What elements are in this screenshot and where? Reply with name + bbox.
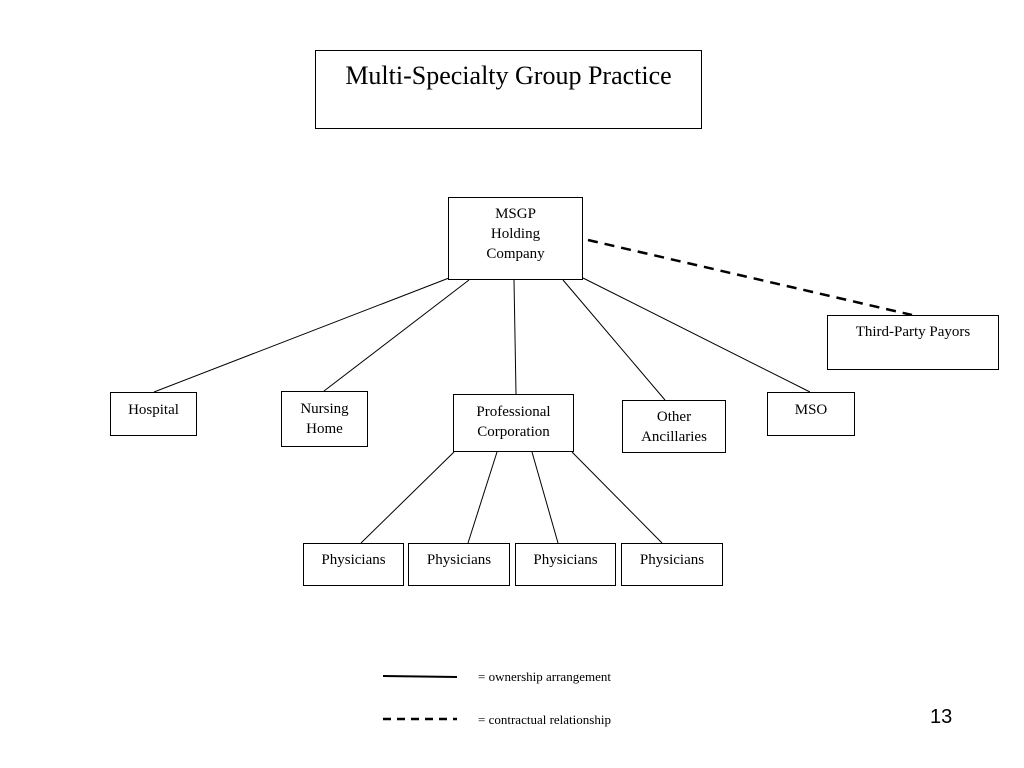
ownership-line-physicians-4 (571, 451, 663, 544)
node-physicians-3: Physicians (515, 543, 616, 586)
node-label-line: Corporation (477, 424, 550, 440)
node-other-ancillaries: Other Ancillaries (622, 400, 726, 453)
page-number: 13 (930, 706, 953, 728)
node-label-line: Professional (476, 404, 551, 420)
node-label: MSO (794, 402, 828, 418)
node-label: Physicians (321, 552, 386, 568)
node-label: Physicians (426, 552, 492, 568)
node-mso: MSO (767, 392, 855, 436)
node-label-line: MSGP (495, 206, 536, 222)
node-physicians-4: Physicians (621, 543, 723, 586)
node-label-line: Home (306, 421, 343, 437)
contractual-line-third-party-payors (587, 238, 913, 317)
node-label: Hospital (128, 402, 179, 418)
node-hospital: Hospital (110, 392, 197, 436)
ownership-line-other-ancillaries (562, 279, 666, 401)
legend-ownership-line (382, 675, 458, 678)
node-nursing-home: Nursing Home (281, 391, 368, 447)
ownership-line-physicians-1 (360, 451, 455, 544)
node-label: Physicians (533, 552, 598, 568)
node-label-line: Holding (490, 226, 541, 242)
legend-contractual-label: = contractual relationship (478, 712, 611, 727)
ownership-line-hospital (153, 277, 450, 393)
legend-ownership-label: = ownership arrangement (478, 669, 611, 684)
node-third-party-payors: Third-Party Payors (827, 315, 999, 370)
node-professional-corporation: Professional Corporation (453, 394, 574, 452)
node-label: Third-Party Payors (855, 324, 971, 340)
ownership-line-physicians-3 (531, 451, 559, 544)
title-box: Multi-Specialty Group Practice (315, 50, 702, 129)
ownership-line-nursing-home (323, 279, 470, 392)
node-label-line: Ancillaries (641, 429, 707, 445)
page-title: Multi-Specialty Group Practice (345, 61, 672, 90)
node-label: Physicians (639, 552, 705, 568)
node-label-line: Company (486, 246, 545, 262)
ownership-line-physicians-2 (467, 451, 498, 544)
ownership-line-mso (582, 277, 811, 393)
ownership-line-professional-corporation (513, 279, 517, 395)
node-physicians-2: Physicians (408, 543, 510, 586)
node-physicians-1: Physicians (303, 543, 404, 586)
node-msgp-holding-company: MSGP Holding Company (448, 197, 583, 280)
node-label-line: Nursing (300, 401, 349, 417)
node-label-line: Other (656, 409, 692, 425)
